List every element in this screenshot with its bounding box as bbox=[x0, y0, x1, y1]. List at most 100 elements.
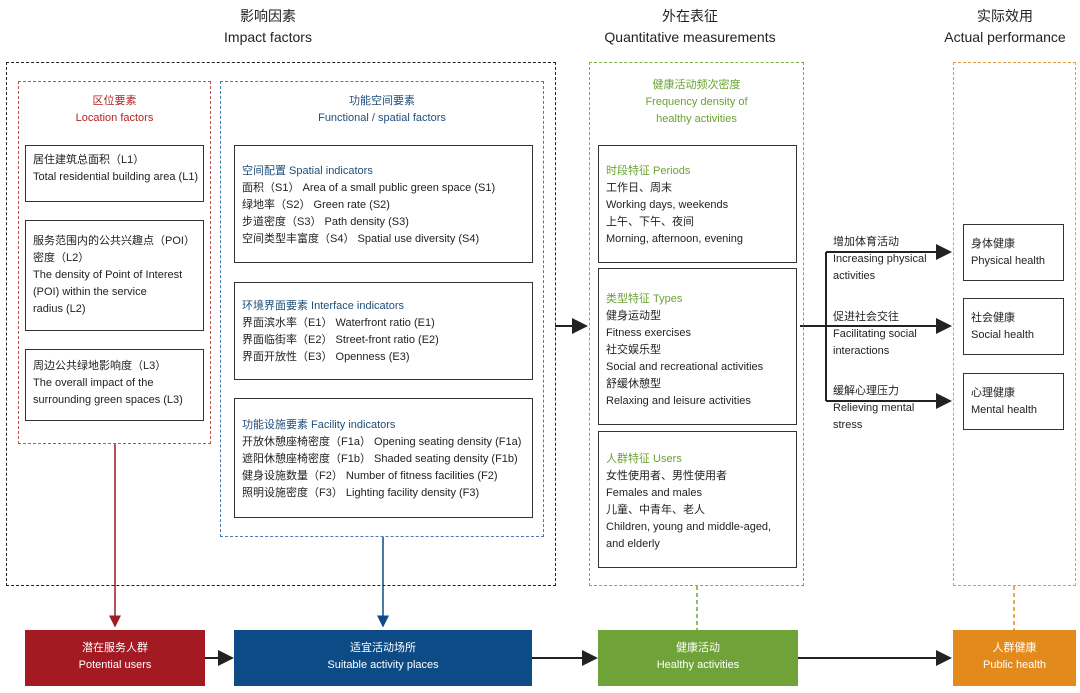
header-actual: 实际效用 Actual performance bbox=[930, 6, 1080, 48]
arrow-label-physical-en-2: activities bbox=[833, 270, 876, 282]
arrow-label-physical-en-1: Increasing physical bbox=[833, 253, 927, 265]
arrow-label-social-zh: 促进社会交往 bbox=[833, 311, 899, 323]
l3-line-3: surrounding green spaces (L3) bbox=[33, 394, 183, 406]
potential-users-box: 潜在服务人群 Potential users bbox=[25, 630, 205, 686]
header-actual-zh: 实际效用 bbox=[977, 8, 1033, 24]
interface-indicators-box: 环境界面要素 Interface indicators 界面滨水率（E1） Wa… bbox=[234, 282, 533, 380]
users-line-4: Children, young and middle-aged, bbox=[606, 521, 772, 533]
types-line-1: 健身运动型 bbox=[606, 310, 661, 322]
facility-indicators-box: 功能设施要素 Facility indicators 开放休憩座椅密度（F1a）… bbox=[234, 398, 533, 518]
l2-box: 服务范围内的公共兴趣点（POI） 密度（L2） The density of P… bbox=[25, 220, 204, 331]
mental-health-zh: 心理健康 bbox=[971, 387, 1015, 399]
location-factors-panel: 区位要素 Location factors bbox=[18, 81, 211, 444]
healthy-activities-en: Healthy activities bbox=[656, 659, 740, 671]
spatial-s1: 面积（S1） Area of a small public green spac… bbox=[242, 182, 496, 194]
types-line-3: 社交娱乐型 bbox=[606, 344, 661, 356]
functional-title: 功能空间要素 Functional / spatial factors bbox=[221, 93, 543, 127]
spatial-s2: 绿地率（S2） Green rate (S2) bbox=[242, 199, 390, 211]
periods-line-1: 工作日、周末 bbox=[606, 182, 672, 194]
mental-health-box: 心理健康 Mental health bbox=[963, 373, 1064, 430]
users-title: 人群特征 Users bbox=[606, 453, 682, 465]
l1-box: 居住建筑总面积（L1） Total residential building a… bbox=[25, 145, 204, 202]
arrow-label-social: 促进社会交往 Facilitating social interactions bbox=[833, 309, 917, 360]
l3-line-1: 周边公共绿地影响度（L3） bbox=[33, 360, 167, 372]
header-quant-zh: 外在表征 bbox=[662, 8, 718, 24]
l1-zh: 居住建筑总面积（L1） bbox=[33, 154, 145, 166]
periods-line-2: Working days, weekends bbox=[606, 199, 729, 211]
potential-users-zh: 潜在服务人群 bbox=[82, 642, 148, 654]
suitable-places-en: Suitable activity places bbox=[327, 659, 439, 671]
interface-e2: 界面临街率（E2） Street-front ratio (E2) bbox=[242, 334, 439, 346]
periods-line-4: Morning, afternoon, evening bbox=[606, 233, 743, 245]
l2-line-4: (POI) within the service bbox=[33, 286, 147, 298]
types-line-5: 舒缓休憩型 bbox=[606, 378, 661, 390]
spatial-title: 空间配置 Spatial indicators bbox=[242, 165, 373, 177]
l2-line-1: 服务范围内的公共兴趣点（POI） bbox=[33, 235, 195, 247]
users-line-1: 女性使用者、男性使用者 bbox=[606, 470, 727, 482]
functional-title-zh: 功能空间要素 bbox=[349, 95, 415, 107]
healthy-activities-box: 健康活动 Healthy activities bbox=[598, 630, 798, 686]
facility-f1a: 开放休憩座椅密度（F1a） Opening seating density (F… bbox=[242, 436, 522, 448]
arrow-label-mental-zh: 缓解心理压力 bbox=[833, 385, 899, 397]
users-line-5: and elderly bbox=[606, 538, 660, 550]
frequency-title-2: Frequency density of bbox=[645, 96, 748, 108]
interface-e1: 界面滨水率（E1） Waterfront ratio (E1) bbox=[242, 317, 435, 329]
public-health-box: 人群健康 Public health bbox=[953, 630, 1076, 686]
suitable-places-zh: 适宜活动场所 bbox=[350, 642, 416, 654]
l2-line-3: The density of Point of Interest bbox=[33, 269, 183, 281]
interface-e3: 界面开放性（E3） Openness (E3) bbox=[242, 351, 410, 363]
arrow-label-physical-zh: 增加体育活动 bbox=[833, 236, 899, 248]
header-impact-en: Impact factors bbox=[224, 29, 312, 45]
physical-health-en: Physical health bbox=[971, 255, 1045, 267]
l1-en: Total residential building area (L1) bbox=[33, 171, 199, 183]
types-title: 类型特征 Types bbox=[606, 293, 683, 305]
types-line-2: Fitness exercises bbox=[606, 327, 691, 339]
periods-line-3: 上午、下午、夜间 bbox=[606, 216, 694, 228]
types-box: 类型特征 Types 健身运动型 Fitness exercises 社交娱乐型… bbox=[598, 268, 797, 425]
functional-title-en: Functional / spatial factors bbox=[318, 112, 446, 124]
users-line-2: Females and males bbox=[606, 487, 702, 499]
healthy-activities-zh: 健康活动 bbox=[676, 642, 720, 654]
physical-health-zh: 身体健康 bbox=[971, 238, 1015, 250]
location-title-en: Location factors bbox=[75, 112, 154, 124]
l2-line-5: radius (L2) bbox=[33, 303, 86, 315]
social-health-en: Social health bbox=[971, 329, 1034, 341]
types-line-6: Relaxing and leisure activities bbox=[606, 395, 751, 407]
spatial-indicators-box: 空间配置 Spatial indicators 面积（S1） Area of a… bbox=[234, 145, 533, 263]
header-impact: 影响因素 Impact factors bbox=[168, 6, 368, 48]
functional-factors-panel: 功能空间要素 Functional / spatial factors bbox=[220, 81, 544, 537]
l3-line-2: The overall impact of the bbox=[33, 377, 154, 389]
users-line-3: 儿童、中青年、老人 bbox=[606, 504, 705, 516]
facility-title: 功能设施要素 Facility indicators bbox=[242, 419, 396, 431]
location-title-zh: 区位要素 bbox=[92, 95, 137, 107]
performance-panel bbox=[953, 62, 1076, 586]
potential-users-en: Potential users bbox=[78, 659, 152, 671]
header-quant-en: Quantitative measurements bbox=[604, 29, 776, 45]
facility-f3: 照明设施密度（F3） Lighting facility density (F3… bbox=[242, 487, 480, 499]
physical-health-box: 身体健康 Physical health bbox=[963, 224, 1064, 281]
facility-f2: 健身设施数量（F2） Number of fitness facilities … bbox=[242, 470, 498, 482]
arrow-label-social-en-1: Facilitating social bbox=[833, 328, 917, 340]
l2-line-2: 密度（L2） bbox=[33, 252, 90, 264]
periods-title: 时段特征 Periods bbox=[606, 165, 691, 177]
header-quant: 外在表征 Quantitative measurements bbox=[590, 6, 790, 48]
header-impact-zh: 影响因素 bbox=[240, 8, 296, 24]
mental-health-en: Mental health bbox=[971, 404, 1038, 416]
arrow-label-mental-en-2: stress bbox=[833, 419, 863, 431]
frequency-title: 健康活动频次密度 Frequency density of healthy ac… bbox=[590, 77, 803, 128]
public-health-zh: 人群健康 bbox=[992, 642, 1037, 654]
users-box: 人群特征 Users 女性使用者、男性使用者 Females and males… bbox=[598, 431, 797, 568]
impact-factors-container bbox=[6, 62, 556, 586]
frequency-panel: 健康活动频次密度 Frequency density of healthy ac… bbox=[589, 62, 804, 586]
interface-title: 环境界面要素 Interface indicators bbox=[242, 300, 404, 312]
frequency-title-1: 健康活动频次密度 bbox=[652, 79, 741, 91]
spatial-s4: 空间类型丰富度（S4） Spatial use diversity (S4) bbox=[242, 233, 480, 245]
header-actual-en: Actual performance bbox=[944, 29, 1066, 45]
facility-f1b: 遮阳休憩座椅密度（F1b） Shaded seating density (F1… bbox=[242, 453, 518, 465]
public-health-en: Public health bbox=[983, 659, 1046, 671]
location-title: 区位要素 Location factors bbox=[19, 93, 210, 127]
l3-box: 周边公共绿地影响度（L3） The overall impact of the … bbox=[25, 349, 204, 421]
frequency-title-3: healthy activities bbox=[656, 113, 737, 125]
social-health-zh: 社会健康 bbox=[971, 312, 1015, 324]
